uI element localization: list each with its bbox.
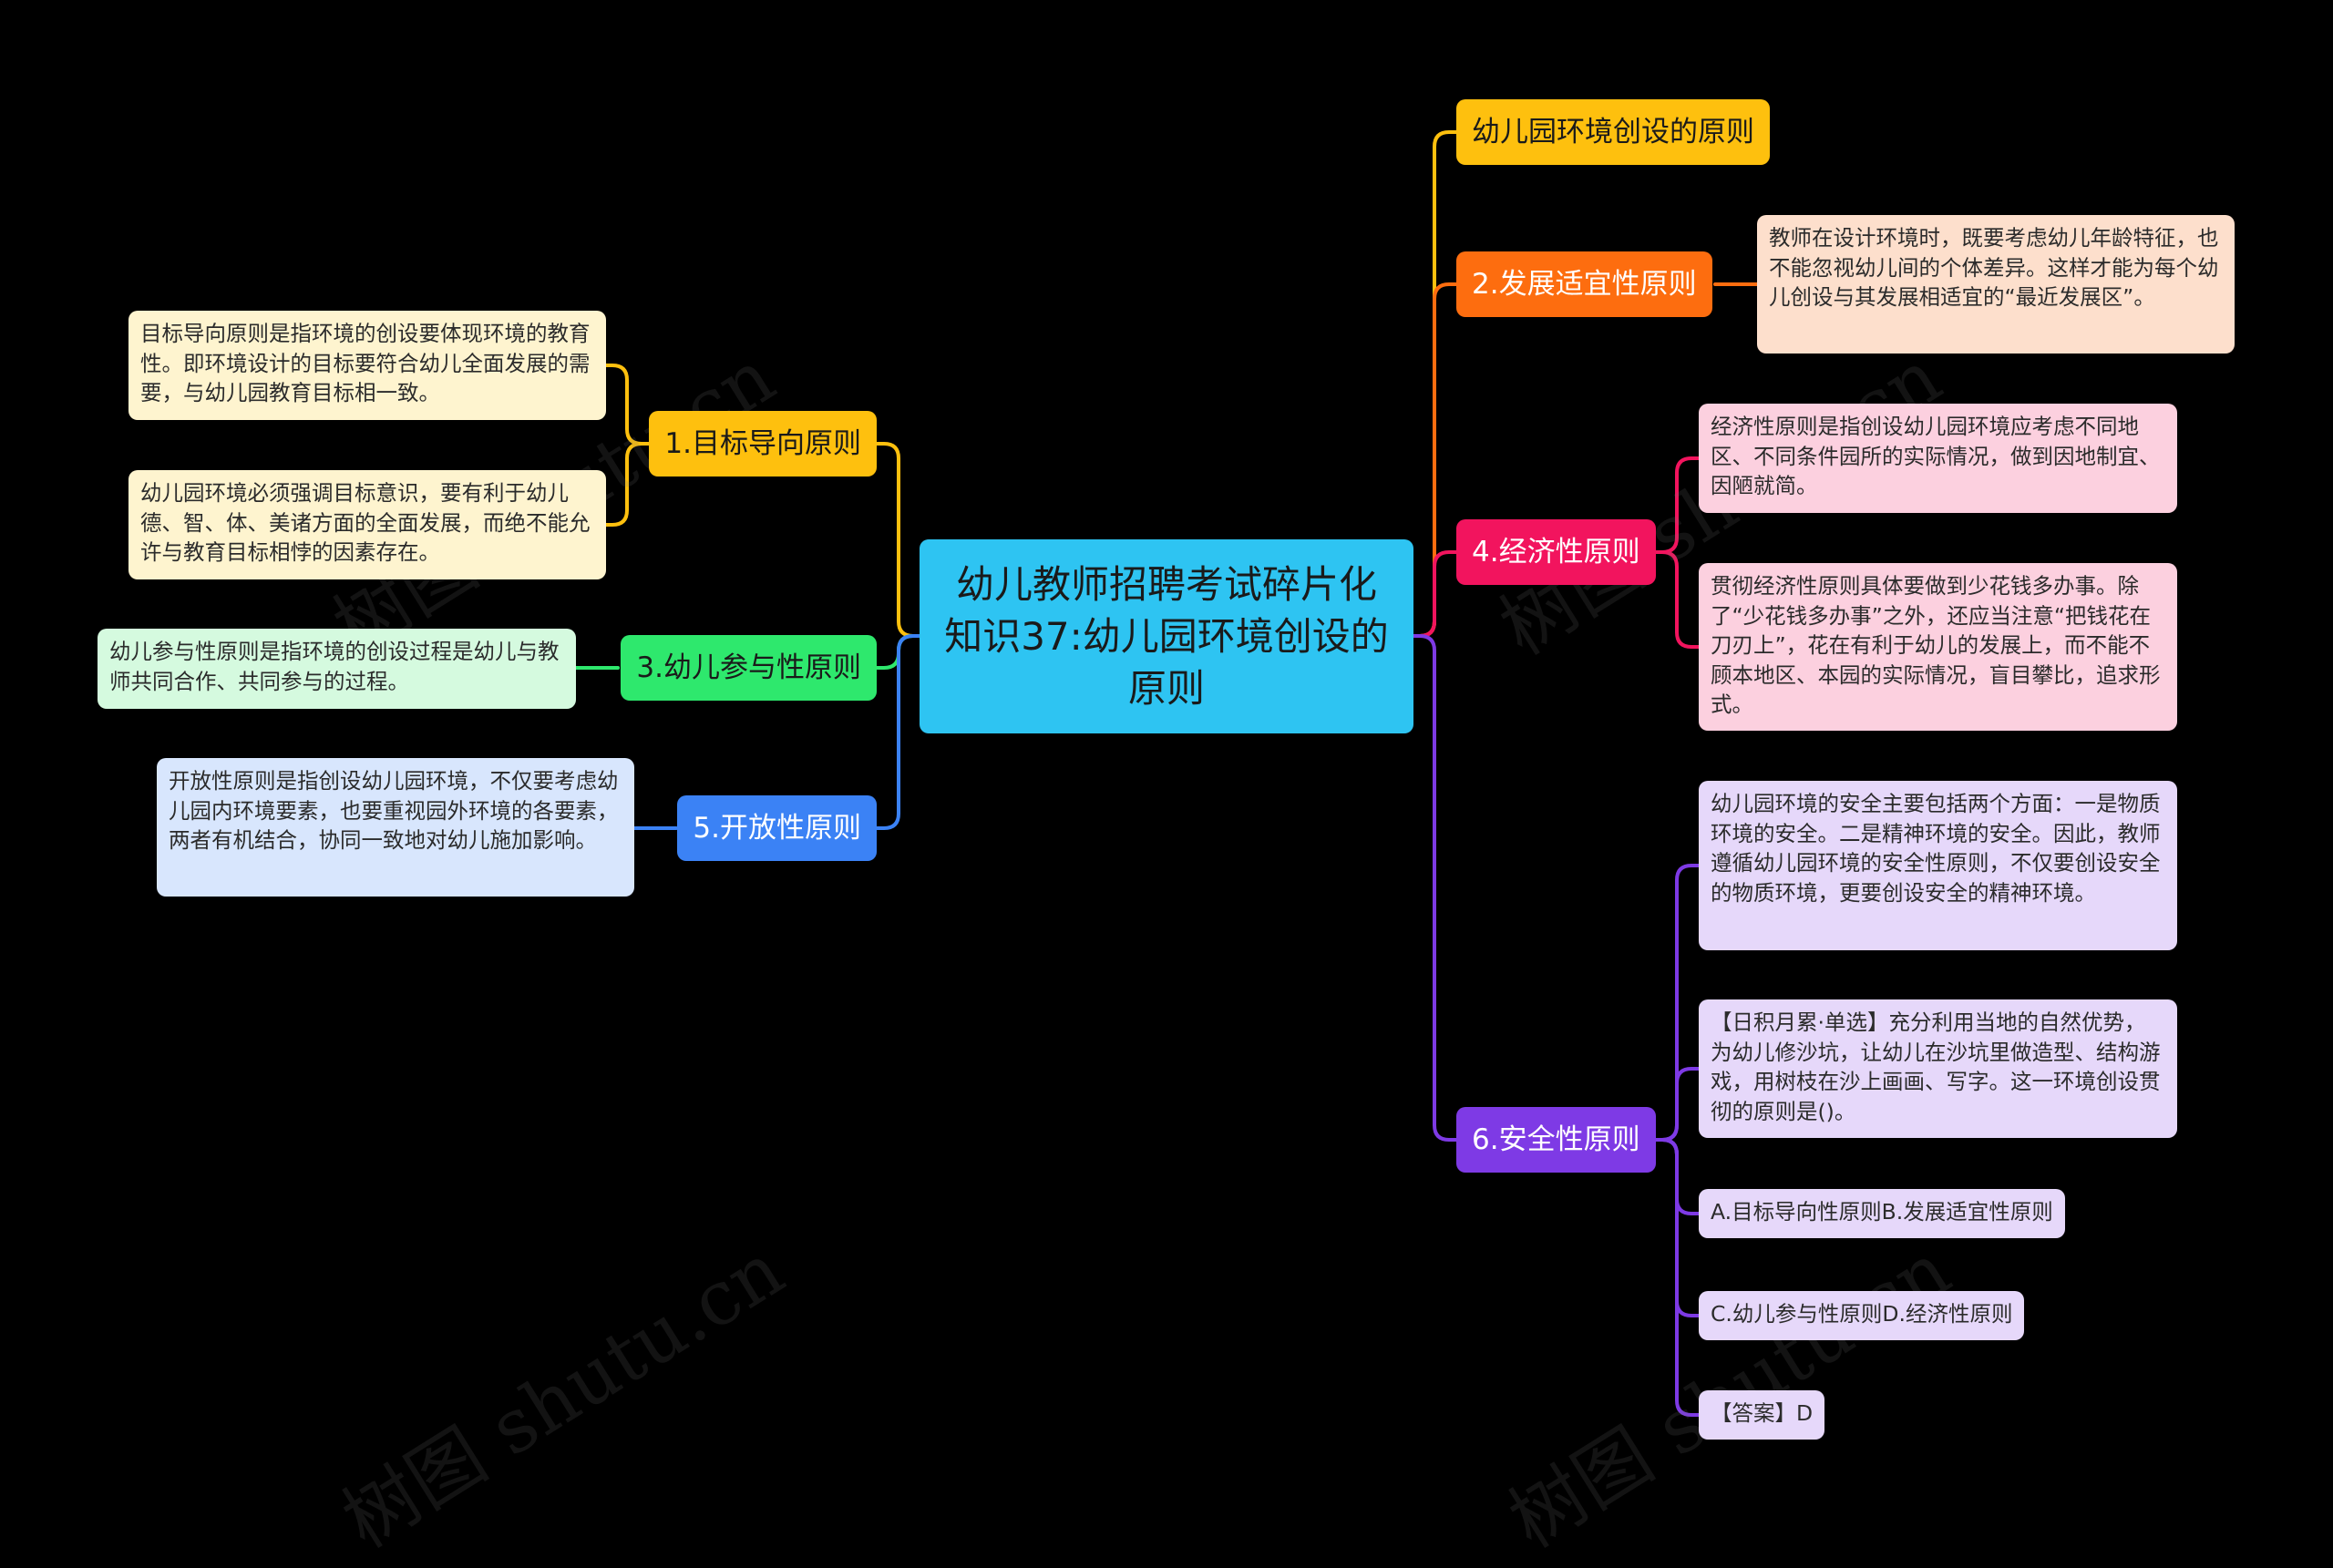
- leaf-text: 幼儿园环境必须强调目标意识，要有利于幼儿德、智、体、美诸方面的全面发展，而绝不能…: [140, 480, 591, 565]
- branch-title-principles[interactable]: 幼儿园环境创设的原则: [1456, 99, 1770, 165]
- branch-development-appropriate[interactable]: 2.发展适宜性原则: [1456, 251, 1712, 317]
- branch-label: 幼儿园环境创设的原则: [1472, 116, 1754, 149]
- connector-line: [1653, 550, 1701, 649]
- leaf-safety-option-cd[interactable]: C.幼儿参与性原则D.经济性原则: [1699, 1291, 2025, 1340]
- leaf-text: 贯彻经济性原则具体要做到少花钱多办事。除了“少花钱多办事”之外，还应当注意“把钱…: [1711, 573, 2161, 717]
- connector-line: [604, 364, 650, 446]
- branch-goal-oriented[interactable]: 1.目标导向原则: [649, 411, 877, 477]
- branch-label: 2.发展适宜性原则: [1472, 268, 1697, 301]
- leaf-text: 开放性原则是指创设幼儿园环境，不仅要考虑幼儿园内环境要素，也要重视园外环境的各要…: [169, 768, 619, 853]
- branch-child-participation[interactable]: 3.幼儿参与性原则: [621, 635, 877, 701]
- connector-line: [1412, 634, 1458, 1142]
- leaf-text: 【日积月累·单选】充分利用当地的自然优势，为幼儿修沙坑，让幼儿在沙坑里做造型、结…: [1711, 1009, 2161, 1124]
- leaf-participation-definition[interactable]: 幼儿参与性原则是指环境的创设过程是幼儿与教师共同合作、共同参与的过程。: [98, 629, 576, 709]
- leaf-text: 【答案】D: [1711, 1400, 1814, 1426]
- branch-label: 6.安全性原则: [1472, 1123, 1640, 1156]
- leaf-development-note[interactable]: 教师在设计环境时，既要考虑幼儿年龄特征，也不能忽视幼儿间的个体差异。这样才能为每…: [1757, 215, 2235, 354]
- leaf-safety-option-ab[interactable]: A.目标导向性原则B.发展适宜性原则: [1699, 1189, 2065, 1238]
- leaf-text: 目标导向原则是指环境的创设要体现环境的教育性。即环境设计的目标要符合幼儿全面发展…: [140, 321, 591, 405]
- connector-line: [1412, 550, 1458, 638]
- leaf-economy-practice[interactable]: 贯彻经济性原则具体要做到少花钱多办事。除了“少花钱多办事”之外，还应当注意“把钱…: [1699, 563, 2177, 731]
- connector-line: [1653, 1138, 1701, 1417]
- root-topic[interactable]: 幼儿教师招聘考试碎片化知识37:幼儿园环境创设的原则: [920, 539, 1413, 733]
- leaf-economy-definition[interactable]: 经济性原则是指创设幼儿园环境应考虑不同地区、不同条件园所的实际情况，做到因地制宜…: [1699, 404, 2177, 513]
- branch-safety[interactable]: 6.安全性原则: [1456, 1107, 1656, 1173]
- branch-label: 5.开放性原则: [693, 812, 861, 845]
- leaf-goal-definition[interactable]: 目标导向原则是指环境的创设要体现环境的教育性。即环境设计的目标要符合幼儿全面发展…: [128, 311, 606, 420]
- leaf-openness-definition[interactable]: 开放性原则是指创设幼儿园环境，不仅要考虑幼儿园内环境要素，也要重视园外环境的各要…: [157, 758, 634, 897]
- connector-line: [875, 442, 921, 638]
- leaf-text: 幼儿园环境的安全主要包括两个方面：一是物质环境的安全。二是精神环境的安全。因此，…: [1711, 791, 2161, 906]
- connector-line: [604, 442, 650, 527]
- branch-label: 1.目标导向原则: [664, 427, 861, 460]
- leaf-text: 幼儿参与性原则是指环境的创设过程是幼儿与教师共同合作、共同参与的过程。: [109, 639, 560, 694]
- branch-label: 4.经济性原则: [1472, 536, 1640, 569]
- leaf-safety-question[interactable]: 【日积月累·单选】充分利用当地的自然优势，为幼儿修沙坑，让幼儿在沙坑里做造型、结…: [1699, 999, 2177, 1138]
- branch-label: 3.幼儿参与性原则: [636, 651, 861, 684]
- connector-line: [1653, 456, 1701, 554]
- leaf-goal-awareness[interactable]: 幼儿园环境必须强调目标意识，要有利于幼儿德、智、体、美诸方面的全面发展，而绝不能…: [128, 470, 606, 579]
- leaf-text: 教师在设计环境时，既要考虑幼儿年龄特征，也不能忽视幼儿间的个体差异。这样才能为每…: [1769, 225, 2219, 310]
- leaf-safety-answer[interactable]: 【答案】D: [1699, 1390, 1825, 1440]
- root-topic-text: 幼儿教师招聘考试碎片化知识37:幼儿园环境创设的原则: [944, 562, 1389, 711]
- leaf-text: 经济性原则是指创设幼儿园环境应考虑不同地区、不同条件园所的实际情况，做到因地制宜…: [1711, 414, 2161, 498]
- leaf-safety-definition[interactable]: 幼儿园环境的安全主要包括两个方面：一是物质环境的安全。二是精神环境的安全。因此，…: [1699, 781, 2177, 950]
- connector-line: [1653, 1067, 1701, 1142]
- branch-openness[interactable]: 5.开放性原则: [677, 795, 877, 861]
- leaf-text: C.幼儿参与性原则D.经济性原则: [1711, 1301, 2013, 1327]
- branch-economy[interactable]: 4.经济性原则: [1456, 519, 1656, 585]
- connector-line: [875, 634, 921, 830]
- leaf-text: A.目标导向性原则B.发展适宜性原则: [1711, 1199, 2053, 1225]
